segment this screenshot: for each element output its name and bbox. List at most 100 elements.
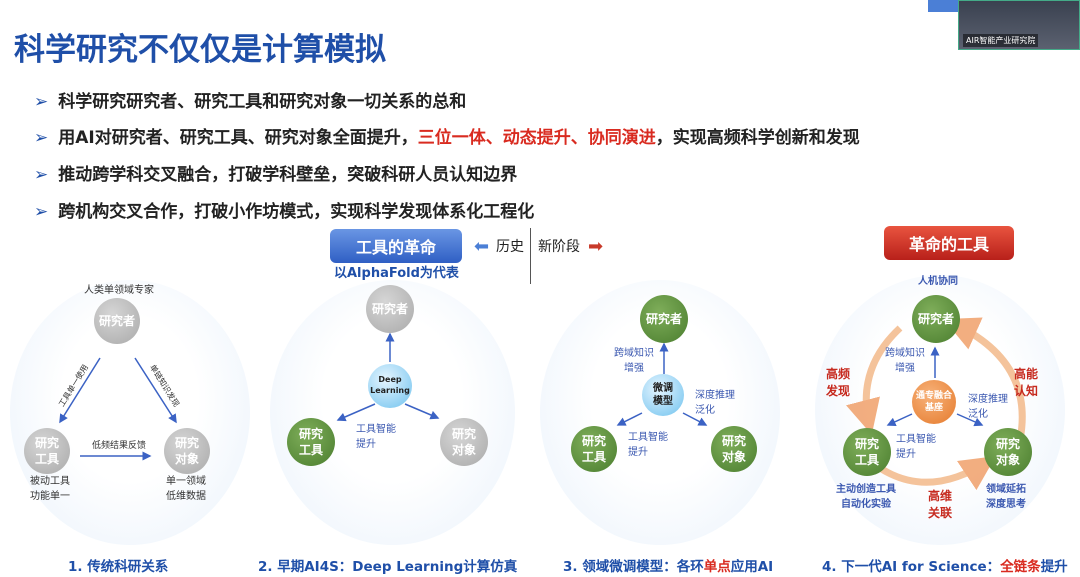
desc-line: 被动工具 [30,476,70,487]
node-label: 研究工具 [582,433,606,465]
bullet-text: 推动跨学科交叉融合，打破学科壁垒，突破科研人员认知边界 [58,165,518,185]
p1-object-node: 研究对象 [164,428,210,474]
node-label-line: 对象 [451,443,476,457]
node-label: 微调模型 [653,382,673,409]
label-line: 工具智能 [628,432,668,443]
caption-highlight: 全链条 [1000,559,1041,575]
node-label: 研究者 [371,301,408,316]
history-label: 历史 [496,239,524,255]
p3-up-label: 跨域知识增强 [614,346,654,376]
bullet-3: ➢推动跨学科交叉融合，打破学科壁垒，突破科研人员认知边界 [34,160,517,185]
node-label-line: 对象 [995,453,1020,467]
p2-object-node: 研究对象 [440,418,488,466]
desc-line: 低维数据 [166,491,206,502]
bullet-text: 跨机构交叉合作，打破小作坊模式，实现科学发现体系化工程化 [58,202,535,222]
label-line: 发现 [826,383,851,398]
p2-researcher-node: 研究者 [366,285,414,333]
node-label-line: 通专融合 [915,390,952,401]
desc-line: 功能单一 [30,491,70,502]
node-label-line: 基座 [924,403,943,413]
p3-researcher-node: 研究者 [640,295,688,343]
node-label: 研究工具 [855,436,879,468]
bullet-text: ，实现高频科学创新和发现 [655,128,860,148]
video-label: AIR智能产业研究院 [963,34,1039,47]
bullet-text: 科学研究研究者、研究工具和研究对象一切关系的总和 [58,92,467,112]
label-line: 提升 [628,447,648,458]
p2-caption: 2. 早期AI4S：Deep Learning计算仿真 [258,559,518,575]
caption-text: 4. 下一代AI for Science： [822,559,1001,575]
bullet-4: ➢ 跨机构交叉合作，打破小作坊模式，实现科学发现体系化工程化 [34,197,534,222]
tool-revolution-subtitle: 以AlphaFold为代表 [334,266,459,281]
node-label-line: 研究 [854,436,879,451]
desc-line: 领域延拓 [986,484,1026,495]
right-arrow-icon: ➡ [588,236,604,257]
p4-top-label: 人机协同 [918,276,958,287]
p1-bottom-edge-label: 低频结果反馈 [92,441,147,451]
bullet-arrow-icon: ➢ [34,128,49,148]
bullet-1: ➢ 科学研究研究者、研究工具和研究对象一切关系的总和 [34,87,466,112]
new-stage-label: 新阶段 [538,239,580,255]
revolution-tool-header: 革命的工具 [884,226,1014,260]
desc-line: 主动创造工具 [836,484,896,495]
p2-tool-label: 工具智能提升 [356,422,396,452]
node-label-line: 工具 [581,450,606,464]
label-line: 泛化 [695,405,715,416]
caption-text: 提升 [1040,559,1068,575]
p4-right-label: 深度推理泛化 [968,392,1008,422]
p4-tool-desc: 主动创造工具自动化实验 [836,482,896,512]
divider [530,228,531,284]
node-label-line: Learning [370,386,410,395]
label-line: 深度推理 [695,390,735,401]
node-label-line: 对象 [174,452,199,466]
node-label: 通专融合基座 [916,390,952,414]
node-label-line: 研究 [995,436,1020,451]
node-label: 研究对象 [175,435,199,467]
p1-top-label: 人类单领域专家 [84,285,154,296]
p4-right-red: 高能认知 [1014,366,1038,400]
bullet-arrow-icon: ➢ [34,202,49,222]
label-line: 增强 [895,363,915,374]
node-label: 研究工具 [35,435,59,467]
label-line: 工具智能 [896,434,936,445]
p1-researcher-node: 研究者 [94,298,140,344]
label-line: 高维 [928,489,953,503]
p4-up-label: 跨域知识增强 [885,346,925,376]
desc-line: 单一领域 [166,476,206,487]
node-label: 研究对象 [996,436,1020,468]
node-label: 研究者 [645,311,682,326]
bullet-2: ➢用AI对研究者、研究工具、研究对象全面提升，三位一体、动态提升、协同演进，实现… [34,123,860,148]
p4-foundation-node: 通专融合基座 [912,380,956,424]
label-line: 工具智能 [356,424,396,435]
video-thumbnail[interactable]: AIR智能产业研究院 [958,0,1080,50]
p3-tool-label: 工具智能提升 [628,430,668,460]
p3-object-node: 研究对象 [711,426,757,472]
tool-revolution-header: 工具的革命 [330,229,462,263]
desc-line: 深度思考 [986,499,1026,510]
caption-text: 应用AI [730,559,774,575]
caption-highlight: 单点 [703,559,731,575]
p1-tool-node: 研究工具 [24,428,70,474]
page-title: 科学研究不仅仅是计算模拟 [14,32,386,68]
label-line: 跨域知识 [885,348,925,359]
label-line: 认知 [1014,383,1039,398]
p4-researcher-node: 研究者 [912,295,960,343]
label-line: 深度推理 [968,394,1008,405]
label-line: 增强 [624,363,644,374]
node-label-line: 研究 [721,433,746,448]
bullet-arrow-icon: ➢ [34,92,49,112]
p3-tool-node: 研究工具 [571,426,617,472]
node-label-line: 研究 [451,426,476,441]
blue-tab [928,0,958,12]
p2-tool-node: 研究工具 [287,418,335,466]
node-label-line: 研究 [298,426,323,441]
p1-object-desc: 单一领域低维数据 [166,474,206,504]
bullet-text: 用AI对研究者、研究工具、研究对象全面提升， [58,128,418,148]
p3-caption: 3. 领域微调模型：各环单点应用AI [563,555,773,575]
caption-text: 3. 领域微调模型：各环 [563,559,704,575]
p3-right-label: 深度推理泛化 [695,388,735,418]
node-label-line: 研究 [34,435,59,450]
p3-finetune-node: 微调模型 [642,374,684,416]
node-label: 研究工具 [299,426,323,458]
